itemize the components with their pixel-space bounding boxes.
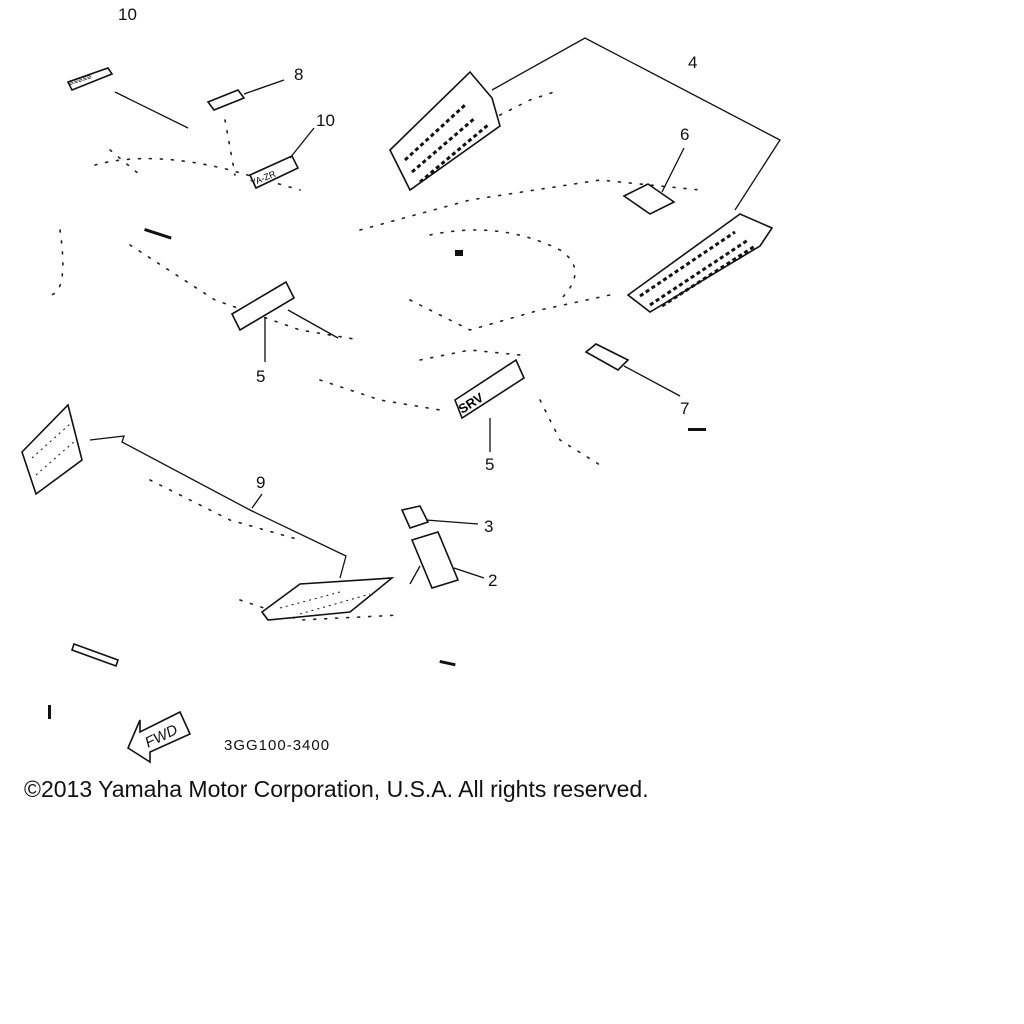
part-7-plate	[584, 343, 630, 371]
part-5-plate-left	[230, 280, 296, 332]
diagram-part-code: 3GG100-3400	[224, 737, 330, 754]
part-9-flap-left	[21, 403, 83, 496]
leader-9-tick	[251, 493, 263, 509]
callout-9: 9	[256, 473, 265, 492]
leader-10-mid	[289, 127, 315, 159]
leader-2-ext	[409, 565, 421, 585]
callout-10-middle: 10	[316, 111, 335, 130]
callout-7: 7	[680, 399, 689, 418]
part-9-flap-right	[260, 577, 395, 621]
callout-8: 8	[294, 65, 303, 84]
leader-5-left-upper	[287, 309, 339, 339]
leader-4	[491, 37, 781, 211]
callout-10-top: 10	[118, 5, 137, 24]
fwd-arrow-icon: FWD	[126, 710, 192, 764]
leader-2	[453, 567, 485, 579]
leader-9	[89, 435, 347, 579]
callout-5-left: 5	[256, 367, 265, 386]
part-10-decal-middle: YA-ZR	[248, 154, 300, 190]
small-emblem-bottom-left	[70, 642, 120, 668]
callout-5-center: 5	[485, 455, 494, 474]
callout-6: 6	[680, 125, 689, 144]
callout-3: 3	[484, 517, 493, 536]
leader-8	[243, 79, 285, 95]
leader-10-top	[114, 91, 189, 129]
part-10-small-decal-top: ≡≡≡≡≡	[66, 67, 114, 92]
copyright-notice: ©2013 Yamaha Motor Corporation, U.S.A. A…	[24, 776, 649, 802]
leader-3	[425, 519, 479, 525]
part-6-plate	[622, 183, 676, 215]
leader-7	[623, 365, 681, 397]
part-2-sticker	[410, 531, 460, 589]
part-8-label	[206, 89, 246, 111]
part-4-side-decal-right	[626, 213, 774, 313]
part-4-side-decal-left	[389, 70, 501, 192]
leader-6	[661, 147, 685, 193]
callout-4: 4	[688, 53, 697, 72]
part-5-emblem-center: SRV	[454, 358, 526, 420]
body-outline	[44, 89, 706, 719]
part-3-small-sticker	[400, 505, 430, 529]
callout-2: 2	[488, 571, 497, 590]
